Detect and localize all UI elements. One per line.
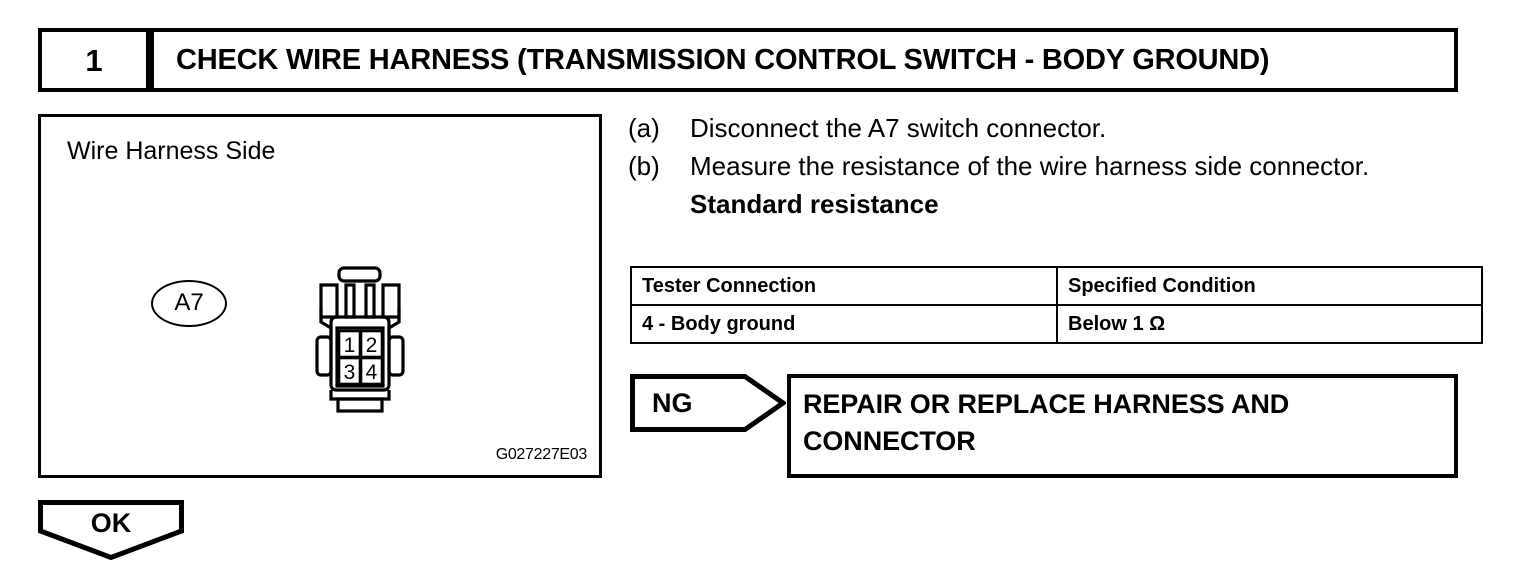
cell-specified-condition: Below 1 Ω bbox=[1056, 304, 1483, 344]
instruction-marker: (a) bbox=[628, 113, 660, 143]
column-header-tester-connection: Tester Connection bbox=[630, 266, 1058, 306]
instruction-marker: (b) bbox=[628, 151, 660, 181]
connector-latch-tab bbox=[337, 266, 382, 283]
ng-result-branch: NG REPAIR OR REPLACE HARNESS AND CONNECT… bbox=[630, 374, 1458, 478]
connector-id-oval: A7 bbox=[151, 280, 227, 327]
ok-label: OK bbox=[90, 507, 132, 538]
figure-panel: Wire Harness Side A7 bbox=[38, 114, 602, 478]
lock-post-left bbox=[344, 283, 356, 319]
lock-post-right bbox=[364, 283, 376, 319]
step-number: 1 bbox=[85, 42, 103, 78]
table-row: 4 - Body ground Below 1 Ω bbox=[630, 304, 1483, 344]
connector-id-label: A7 bbox=[174, 289, 204, 316]
oval-outline bbox=[151, 280, 227, 327]
ng-action-line-1: REPAIR OR REPLACE HARNESS AND bbox=[803, 389, 1290, 419]
connector-wing-left bbox=[315, 335, 333, 377]
instruction-text: Measure the resistance of the wire harne… bbox=[690, 151, 1370, 181]
pin-number-1: 1 bbox=[344, 334, 356, 357]
ok-arrow-shape bbox=[38, 500, 184, 561]
cell-tester-connection: 4 - Body ground bbox=[630, 304, 1058, 344]
step-title: CHECK WIRE HARNESS (TRANSMISSION CONTROL… bbox=[176, 43, 1270, 76]
standard-resistance-label: Standard resistance bbox=[690, 189, 939, 219]
connector-base bbox=[336, 397, 384, 413]
lock-arm-right bbox=[381, 283, 401, 319]
ok-arrow-outline bbox=[38, 500, 184, 561]
step-title-box: CHECK WIRE HARNESS (TRANSMISSION CONTROL… bbox=[150, 28, 1458, 92]
ng-arrow-shape bbox=[630, 374, 788, 432]
instruction-item: (a) Disconnect the A7 switch connector. bbox=[628, 110, 1468, 146]
connector-wing-right bbox=[387, 335, 405, 377]
pin-number-4: 4 bbox=[366, 361, 378, 384]
figure-code: G027227E03 bbox=[495, 446, 588, 463]
ng-label: NG bbox=[652, 387, 693, 418]
connector-illustration: 1 2 3 4 bbox=[306, 265, 416, 425]
specification-table: Tester Connection Specified Condition 4 … bbox=[630, 266, 1483, 344]
ng-action-box: REPAIR OR REPLACE HARNESS AND CONNECTOR bbox=[787, 374, 1458, 478]
instruction-item: (b) Measure the resistance of the wire h… bbox=[628, 148, 1468, 184]
ok-result-branch: OK bbox=[38, 500, 184, 561]
table-header-row: Tester Connection Specified Condition bbox=[630, 266, 1483, 306]
step-number-box: 1 bbox=[38, 28, 150, 92]
ng-arrow: NG bbox=[630, 374, 788, 432]
figure-caption: Wire Harness Side bbox=[67, 137, 276, 165]
instruction-text: Disconnect the A7 switch connector. bbox=[690, 113, 1107, 143]
ng-arrow-outline bbox=[630, 374, 788, 432]
step-header: 1 CHECK WIRE HARNESS (TRANSMISSION CONTR… bbox=[38, 28, 1458, 92]
ng-action-line-2: CONNECTOR bbox=[803, 426, 976, 456]
lock-arm-left bbox=[319, 283, 339, 319]
pin-grid bbox=[337, 329, 384, 386]
column-header-specified-condition: Specified Condition bbox=[1056, 266, 1483, 306]
pin-cell-4 bbox=[359, 356, 384, 386]
pin-number-2: 2 bbox=[366, 334, 378, 357]
connector-svg: 1 2 3 4 bbox=[315, 266, 405, 413]
instruction-list: (a) Disconnect the A7 switch connector. … bbox=[628, 110, 1468, 222]
pin-number-3: 3 bbox=[344, 361, 356, 384]
